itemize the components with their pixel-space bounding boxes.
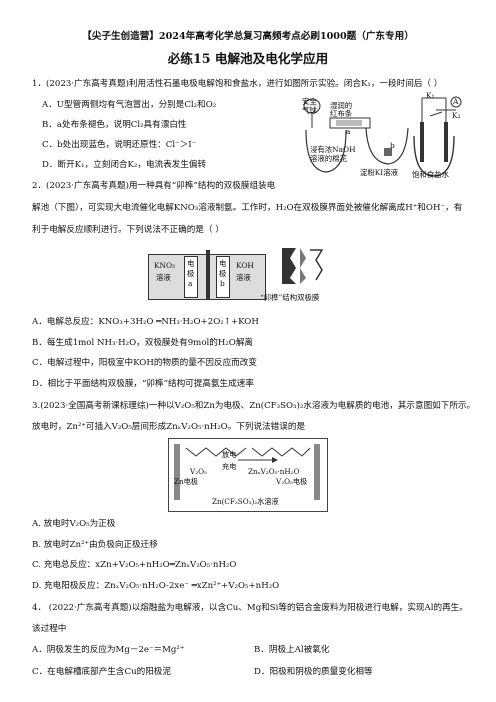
- electrode-a: [184, 256, 198, 298]
- label-koh: KOH: [236, 261, 254, 270]
- label-znv2o5: ZnₓV₂O₅·nH₂O: [248, 467, 300, 476]
- q2-option-b: B．每生成1mol NH₃·H₂O，双极膜处有9mol的H₂O解离: [32, 338, 254, 348]
- page-title: 必练15 电解池及电化学应用: [167, 51, 329, 66]
- label-red-cloth: 红布条: [330, 109, 353, 118]
- label-balloon: 气球: [302, 106, 317, 115]
- label-electrode-a-2: 极: [187, 269, 195, 278]
- label-naoh-1: 浸有浓NaOH: [310, 145, 356, 154]
- q4-option-a: A．阴极发生的反应为Mg－2e⁻＝Mg²⁺: [32, 645, 185, 655]
- q3-option-d: D. 充电阳极反应：ZnₓV₂O₅·nH₂O-2xe⁻ ═xZn²⁺+V₂O₅+…: [32, 581, 280, 591]
- q3-option-a: A. 放电时V₂O₅为正极: [32, 519, 116, 529]
- v2o5-electrode: [314, 444, 320, 500]
- q2-option-c: C．电解过程中，阳极室中KOH的物质的量不因反应而改变: [32, 358, 257, 368]
- label-a: a: [346, 127, 351, 136]
- q2-figure: KNO₃ 溶液 电 极 a 电 极 b KOH 溶液 “卯榫”结构双极膜: [148, 244, 348, 306]
- q2-option-d: D．相比于平面结构双极膜，“卯榫”结构可提高氨生成速率: [32, 379, 254, 389]
- label-zn-electrode: Zn电极: [174, 477, 198, 486]
- label-ki: 淀粉KI溶液: [360, 168, 399, 177]
- page-header: 【尖子生创造营】2024年高考化学总复习高频考点必刷1000题（广东专用）: [82, 31, 414, 42]
- q3-stem-1: 3.(2023·全国高考新课标理综)一种以V₂O₅和Zn为电极、Zn(CF₃SO…: [32, 401, 476, 411]
- label-safety: 安全: [302, 97, 317, 106]
- membrane-caption: “卯榫”结构双极膜: [260, 293, 320, 302]
- label-k2: K₂: [452, 111, 461, 120]
- label-ammeter: A: [453, 97, 459, 106]
- label-electrode-a-3: a: [188, 279, 193, 288]
- q3-figure: 放电 充电 V₂O₅ ZnₓV₂O₅·nH₂O Zn电极 V₂O₅电极 Zn(C…: [168, 438, 328, 512]
- q4-option-b: B．阴极上Al被氧化: [254, 645, 330, 655]
- q4-stem-2: 该过程中: [32, 624, 67, 634]
- label-charge: 充电: [222, 462, 237, 471]
- label-koh-solution: 溶液: [236, 273, 251, 282]
- q1-option-a: A．U型管两侧均有气泡冒出，分别是Cl₂和O₂: [42, 100, 217, 110]
- label-v2o5-electrode: V₂O₅电极: [276, 477, 308, 486]
- q4-stem-1: 4． (2022·广东高考真题)以熔融盐为电解液，以含Cu、Mg和Si等的铝合金…: [32, 603, 468, 613]
- label-discharge: 放电: [222, 450, 237, 459]
- label-kno3-solution: 溶液: [156, 273, 171, 282]
- label-naoh-2: 溶液的棉花: [310, 154, 347, 163]
- q2-option-a: A．电解总反应：KNO₃+3H₂O ═NH₃·H₂O+2O₂↑+KOH: [32, 317, 259, 327]
- mortise-tenon-membrane-icon: [282, 248, 324, 284]
- q1-stem: 1．(2023·广东高考真题)利用活性石墨电极电解饱和食盐水，进行如图所示实验。…: [32, 79, 443, 89]
- label-v2o5: V₂O₅: [190, 467, 207, 476]
- q3-stem-2: 放电时，Zn²⁺可插入V₂O₅层间形成ZnₓV₂O₅·nH₂O。下列说法错误的是: [32, 422, 306, 432]
- q2-stem-1: 2．(2023·广东高考真题)用一种具有“卯榫”结构的双极膜组装电: [32, 181, 276, 191]
- electrode-b: [216, 256, 230, 298]
- label-brine: 饱和食盐水: [412, 170, 449, 179]
- q1-figure: 安全 气球 湿润的 红布条 a b 浸有浓NaOH 溶液的棉花 淀粉KI溶液 饱…: [296, 92, 468, 180]
- q2-stem-3: 利于电解反应顺利进行。下列说法不正确的是（ ）: [32, 225, 224, 235]
- layered-structure-icon: [185, 447, 311, 463]
- q4-option-d: D．阳极和阴极的质量变化相等: [254, 667, 373, 677]
- label-electrode-a-1: 电: [187, 259, 195, 268]
- q1-option-c: C．b处出现蓝色，说明还原性：Cl⁻＞I⁻: [42, 140, 197, 150]
- q2-stem-2: 解池（下图），可实现大电流催化电解KNO₃溶液制氨。工作时，H₂O在双极膜界面处…: [32, 203, 463, 213]
- label-electrode-b-2: 极: [219, 269, 227, 278]
- label-k1: K₁: [426, 91, 435, 100]
- label-wet: 湿润的: [330, 101, 353, 110]
- bipolar-membrane: [206, 250, 210, 300]
- label-b: b: [390, 141, 395, 150]
- label-kno3: KNO₃: [154, 261, 176, 270]
- label-electrolyte: Zn(CF₃SO₃)₂水溶液: [212, 497, 279, 506]
- electrolysis-apparatus-diagram: [303, 96, 462, 177]
- battery-cell: [168, 438, 328, 512]
- q4-option-c: C．在电解槽底部产生含Cu的阳极泥: [32, 667, 171, 677]
- label-electrode-b-1: 电: [219, 259, 227, 268]
- q3-option-b: B. 放电时Zn²⁺由负极向正极迁移: [32, 540, 158, 550]
- label-electrode-b-3: b: [220, 279, 225, 288]
- q1-option-b: B．a处布条褪色，说明Cl₂具有漂白性: [42, 120, 187, 130]
- q1-option-d: D．断开K₁，立刻闭合K₂，电流表发生偏转: [42, 160, 207, 170]
- zn-electrode: [174, 444, 180, 500]
- q3-option-c: C. 充电总反应：xZn+V₂O₅+nH₂O═ZnₓV₂O₅·nH₂O: [32, 560, 237, 570]
